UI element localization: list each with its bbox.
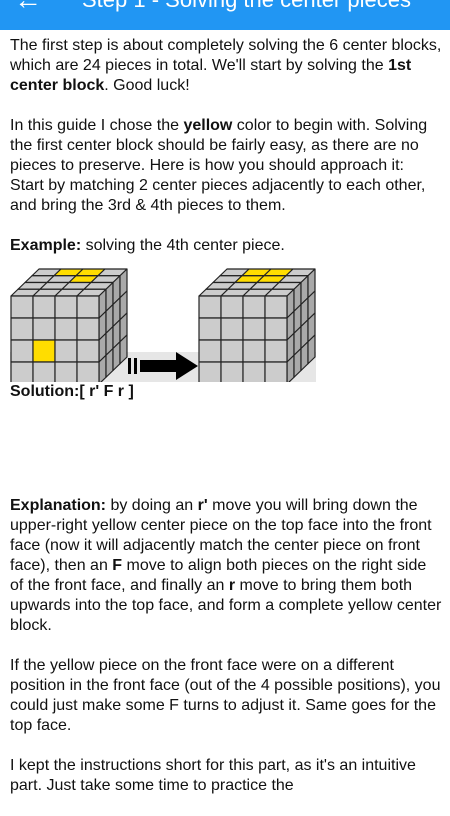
front-sticker <box>264 295 288 319</box>
side-sticker <box>119 334 128 365</box>
front-sticker <box>220 361 244 385</box>
cube-illustration <box>10 268 316 385</box>
cube-after <box>198 268 316 385</box>
front-sticker <box>264 317 288 341</box>
front-sticker <box>242 339 266 363</box>
adjust-paragraph: If the yellow piece on the front face we… <box>10 657 441 734</box>
move-r: r <box>228 577 236 594</box>
front-sticker <box>32 317 56 341</box>
cube-figure <box>10 266 442 385</box>
front-sticker <box>198 317 222 341</box>
move-r-prime: r' <box>197 497 208 514</box>
front-sticker <box>76 339 100 363</box>
solution-label: Solution:[ r' F r ] <box>10 383 134 400</box>
bold-text: 1st center block <box>10 57 412 94</box>
front-sticker <box>242 317 266 341</box>
front-sticker <box>10 317 34 341</box>
app-bar: ← Step 1 - Solving the center pieces <box>0 0 450 30</box>
example-label: Example: <box>10 237 82 254</box>
front-sticker <box>76 361 100 385</box>
bold-text: yellow <box>183 117 233 134</box>
cube-before <box>10 268 128 385</box>
front-sticker <box>264 339 288 363</box>
front-sticker <box>242 295 266 319</box>
page-title: Step 1 - Solving the center pieces <box>82 0 411 13</box>
spacer <box>10 402 442 496</box>
yellow-sticker <box>32 339 56 363</box>
front-sticker <box>242 361 266 385</box>
front-sticker <box>220 317 244 341</box>
closing-paragraph: I kept the instructions short for this p… <box>10 757 416 794</box>
front-sticker <box>10 339 34 363</box>
arrow-icon <box>128 352 198 380</box>
front-sticker <box>76 295 100 319</box>
front-sticker <box>10 361 34 385</box>
move-f: F <box>112 557 123 574</box>
front-sticker <box>32 295 56 319</box>
example-paragraph: Example: solving the 4th center piece. <box>10 237 285 254</box>
front-sticker <box>10 295 34 319</box>
front-sticker <box>264 361 288 385</box>
front-sticker <box>32 361 56 385</box>
side-sticker <box>307 334 316 365</box>
arrow-left-icon[interactable]: ← <box>14 0 42 14</box>
front-sticker <box>54 317 78 341</box>
explanation-paragraph: Explanation: by doing an r' move you wil… <box>10 497 442 634</box>
front-sticker <box>220 295 244 319</box>
front-sticker <box>76 317 100 341</box>
front-sticker <box>54 361 78 385</box>
yellow-paragraph: In this guide I chose the yellow color t… <box>10 117 428 214</box>
guide-content: The first step is about completely solvi… <box>10 36 442 816</box>
front-sticker <box>198 361 222 385</box>
front-sticker <box>54 339 78 363</box>
front-sticker <box>220 339 244 363</box>
front-sticker <box>54 295 78 319</box>
explanation-label: Explanation: <box>10 497 107 514</box>
intro-paragraph: The first step is about completely solvi… <box>10 37 442 94</box>
front-sticker <box>198 295 222 319</box>
front-sticker <box>198 339 222 363</box>
